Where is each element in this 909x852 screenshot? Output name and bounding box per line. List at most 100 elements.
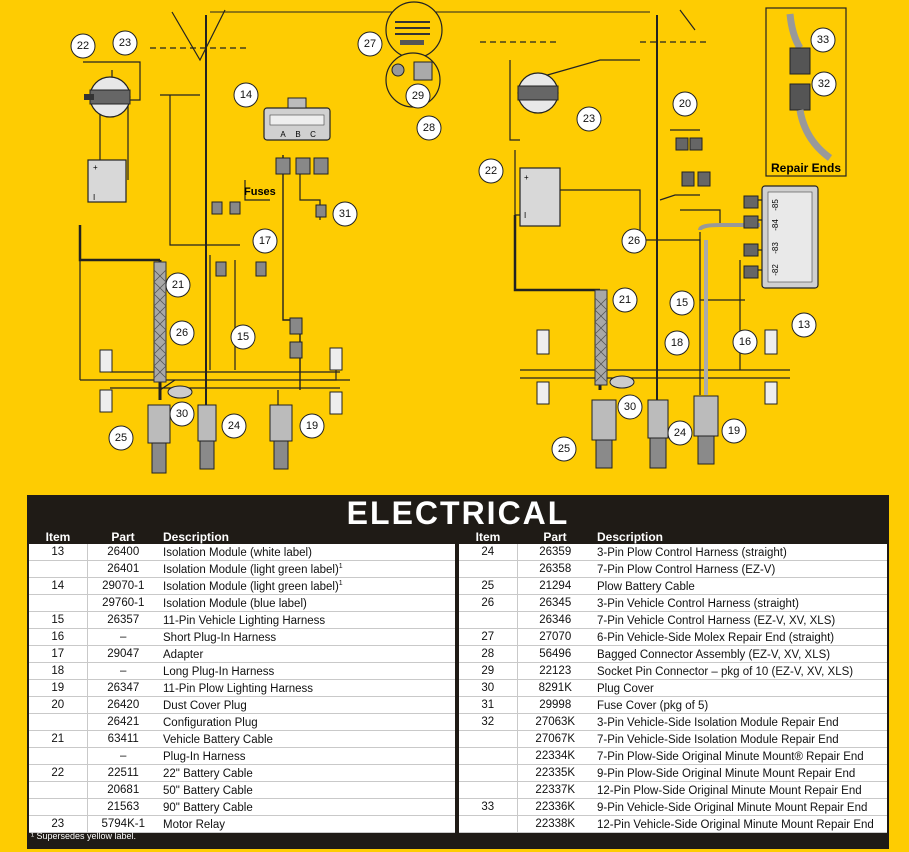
motor-relay-left [84,76,131,118]
cell-description: Fuse Cover (pkg of 5) [593,696,887,714]
cell-part: 22334K [517,747,593,765]
cell-description: 11-Pin Vehicle Lighting Harness [159,611,455,629]
cell-description: Socket Pin Connector – pkg of 10 (EZ-V, … [593,662,887,680]
fuses-label: Fuses [244,186,276,198]
svg-text:32: 32 [818,78,830,90]
cell-item [29,781,88,799]
cell-part: 21563 [87,798,159,816]
description-text: 12-Pin Vehicle-Side Original Minute Moun… [597,818,874,831]
cell-description: Isolation Module (white label) [159,544,455,561]
cell-part: 22337K [517,781,593,799]
cell-description: Plug-In Harness [159,747,455,765]
callout-23a: 23 [112,30,138,56]
callout-14: 14 [233,82,259,108]
cell-part: – [87,747,159,765]
cell-description: 50" Battery Cable [159,781,455,799]
cell-item: 16 [29,628,88,646]
svg-text:30: 30 [176,408,188,420]
description-text: 7-Pin Plow-Side Original Minute Mount® R… [597,750,864,763]
table-row: 22337K 12-Pin Plow-Side Original Minute M… [459,781,887,799]
callout-32: 32 [811,71,837,97]
callout-30b: 30 [617,394,643,420]
cell-description: 3-Pin Vehicle Control Harness (straight) [593,594,887,612]
cell-description: Dust Cover Plug [159,696,455,714]
cell-item: 23 [29,815,88,833]
description-text: Dust Cover Plug [163,699,247,712]
cell-part: 22123 [517,662,593,680]
module-label-82: -82 [771,264,780,276]
description-text: 3-Pin Plow Control Harness (straight) [597,546,787,559]
description-text: Configuration Plug [163,716,258,729]
battery-left: + I [87,159,127,203]
callout-19a: 19 [299,413,325,439]
cell-description: 90" Battery Cable [159,798,455,816]
cell-description: 7-Pin Plow-Side Original Minute Mount® R… [593,747,887,765]
description-text: 9-Pin Vehicle-Side Original Minute Mount… [597,801,868,814]
description-text: Isolation Module (white label) [163,546,312,559]
cell-item [459,560,518,578]
callout-25b: 25 [551,436,577,462]
description-text: 22" Battery Cable [163,767,253,780]
cell-item: 17 [29,645,88,663]
cell-description: Plug Cover [593,679,887,697]
cell-description: 3-Pin Plow Control Harness (straight) [593,544,887,561]
isolation-module-14: A B C [263,97,331,141]
description-text: 7-Pin Vehicle Control Harness (EZ-V, XV,… [597,614,836,627]
cell-part: 26347 [87,679,159,697]
description-text: 6-Pin Vehicle-Side Molex Repair End (str… [597,631,835,644]
callout-15b: 15 [669,290,695,316]
cell-item [29,560,88,578]
footnote-marker: 1 [338,579,343,587]
callout-30a: 30 [169,401,195,427]
cell-item: 21 [29,730,88,748]
cell-description: Plow Battery Cable [593,577,887,595]
svg-text:18: 18 [671,337,683,349]
callout-22b: 22 [478,158,504,184]
svg-text:30: 30 [624,401,636,413]
callout-15a: 15 [230,324,256,350]
description-text: 7-Pin Plow Control Harness (EZ-V) [597,563,776,576]
cell-description: 6-Pin Vehicle-Side Molex Repair End (str… [593,628,887,646]
callout-22a: 22 [70,33,96,59]
cell-description: Configuration Plug [159,713,455,731]
description-text: Motor Relay [163,818,225,831]
description-text: 11-Pin Plow Lighting Harness [163,682,314,695]
svg-text:33: 33 [817,34,829,46]
cell-description: Isolation Module (light green label)1 [159,577,455,595]
cell-description: 9-Pin Plow-Side Original Minute Mount Re… [593,764,887,782]
cell-part: 26357 [87,611,159,629]
module-port-c: C [310,130,316,139]
svg-text:13: 13 [798,319,810,331]
svg-text:I: I [524,211,526,220]
header-part: Part [517,529,593,544]
callout-21a: 21 [165,272,191,298]
table-row: 22334K 7-Pin Plow-Side Original Minute Mo… [459,747,887,765]
cell-description: 12-Pin Plow-Side Original Minute Mount R… [593,781,887,799]
description-text: 12-Pin Plow-Side Original Minute Mount R… [597,784,862,797]
module-label-83: -83 [771,242,780,254]
description-text: Socket Pin Connector – pkg of 10 (EZ-V, … [597,665,854,678]
svg-text:22: 22 [485,165,497,177]
cell-part: 26346 [517,611,593,629]
cell-description: 7-Pin Vehicle-Side Isolation Module Repa… [593,730,887,748]
cell-part: 21294 [517,577,593,595]
cell-item: 14 [29,577,88,595]
cell-part: 26358 [517,560,593,578]
cell-item [29,747,88,765]
right-plow-connectors [591,375,719,469]
cell-item: 29 [459,662,518,680]
svg-text:23: 23 [119,37,131,49]
cell-description: Vehicle Battery Cable [159,730,455,748]
